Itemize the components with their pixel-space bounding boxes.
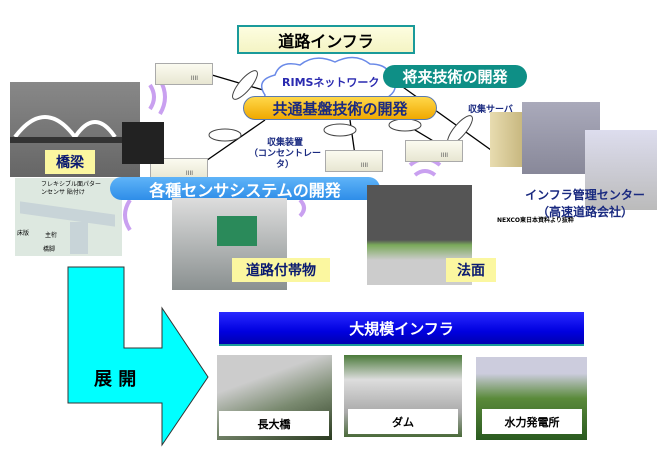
dam-label: ダム [348, 409, 458, 434]
network-label: RIMSネットワーク [282, 76, 380, 89]
deck-label: 床版 [17, 230, 30, 237]
dam-photo: ダム [344, 355, 462, 437]
slope-label: 法面 [446, 258, 496, 282]
road-fixtures-label: 道路付帯物 [232, 258, 330, 282]
collector-device-line1: 収集装置 [266, 138, 303, 148]
long-bridge-label: 長大橋 [219, 411, 329, 436]
center-name: インフラ管理センター [525, 188, 645, 202]
bridge-structure-diagram: フレキシブル面パターンセンサ 貼付け 床版 主桁 橋脚 [15, 178, 122, 256]
girder-label: 主桁 [45, 232, 58, 239]
concentrator-device [405, 140, 463, 162]
hydro-plant-label: 水力発電所 [482, 409, 582, 434]
sensor-note: フレキシブル面パターンセンサ 貼付け [41, 181, 102, 196]
server-icon [490, 112, 522, 167]
credit-text: NEXCO東日本資料より抜粋 [497, 217, 574, 224]
future-tech-pill: 将来技術の開発 [383, 65, 527, 88]
common-tech-pill: 共通基盤技術の開発 [243, 96, 437, 120]
road-sign-image [172, 198, 287, 290]
expand-arrow [67, 266, 209, 447]
collector-server-label: 収集サーバ [468, 105, 513, 115]
router-device [155, 63, 213, 85]
collector-device-line2: （コンセントレータ） [248, 149, 321, 170]
bridge-label: 橋梁 [45, 150, 95, 174]
sensor-system-pill: 各種センサシステムの開発 [110, 177, 380, 200]
pier-label: 橋脚 [43, 246, 56, 253]
infra-center-label: インフラ管理センター （高速道路会社） [520, 187, 650, 221]
collector-device-label: 収集装置 （コンセントレータ） [245, 138, 325, 171]
control-room-image-2 [585, 130, 657, 210]
sensor-photo [122, 122, 164, 164]
long-bridge-photo: 長大橋 [217, 355, 332, 440]
road-infra-title: 道路インフラ [237, 25, 415, 54]
large-infra-title: 大規模インフラ [219, 312, 584, 346]
hydro-plant-photo: 水力発電所 [476, 357, 587, 440]
expand-label: 展 開 [94, 369, 137, 390]
center-company: （高速道路会社） [536, 205, 633, 219]
concentrator-device [325, 150, 383, 172]
